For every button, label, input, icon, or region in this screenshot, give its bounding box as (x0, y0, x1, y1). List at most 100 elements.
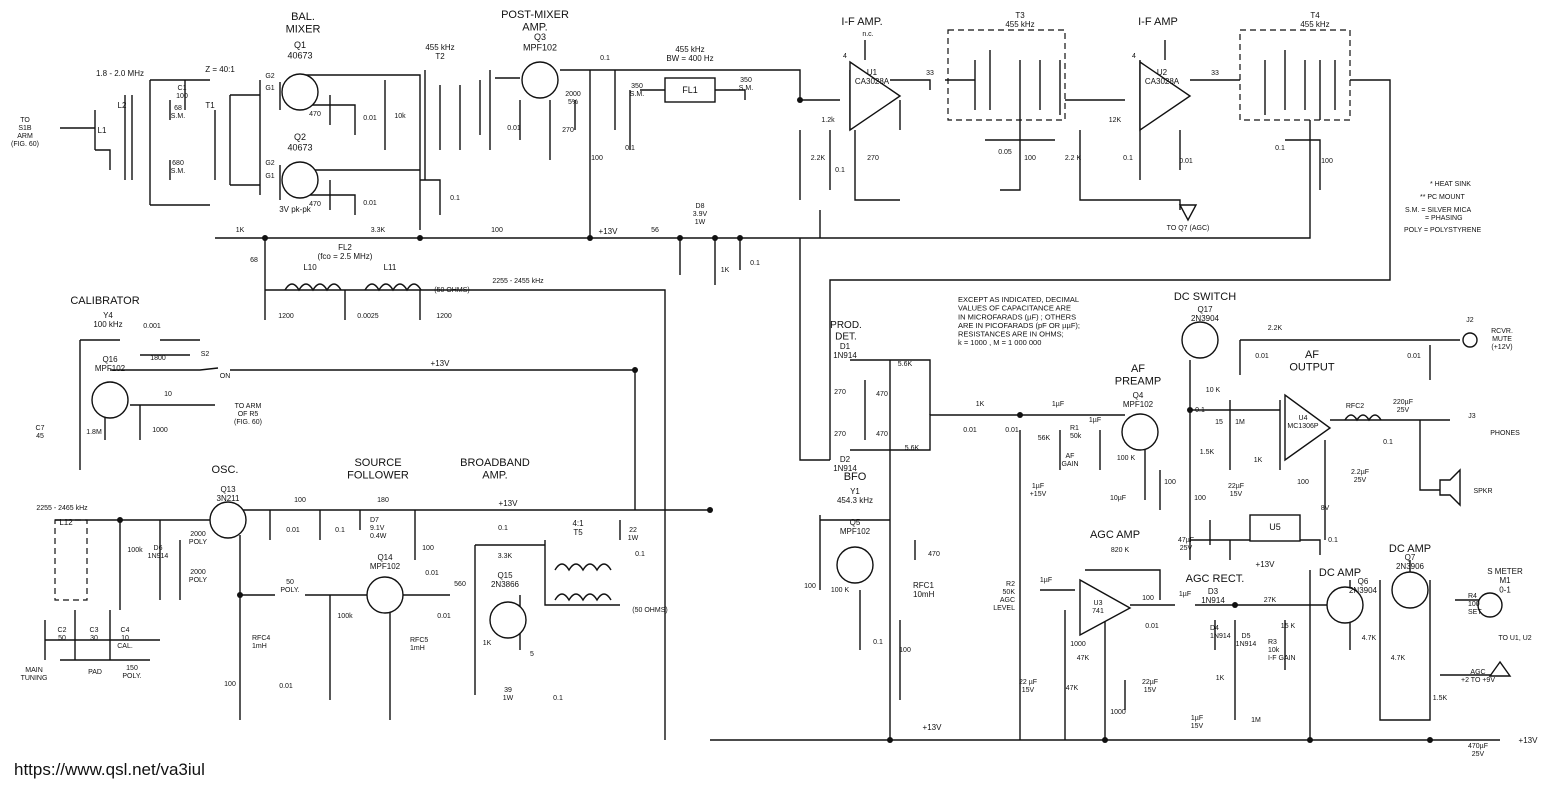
v8-label: 8V (1321, 505, 1330, 512)
r270q3-label: 270 (562, 127, 574, 134)
c001-q17a-label: 0.01 (1255, 353, 1269, 360)
legend-heat-label: * HEAT SINK (1430, 181, 1471, 188)
r56ka-label: 5.6K (898, 361, 913, 368)
r12kb-label: 12K (1109, 117, 1122, 124)
q2-symbol (281, 161, 319, 199)
r1000cal-label: 1000 (152, 427, 168, 434)
r22k-q17-label: 2.2K (1268, 325, 1283, 332)
c1uf-b-label: 1µF (1089, 417, 1101, 424)
r100k-q14-label: 100k (337, 613, 353, 620)
u4-symbol (1284, 393, 1332, 462)
r100bfo-label: 100 (899, 647, 911, 654)
q7-symbol (1391, 571, 1429, 609)
c10-label: 10 (164, 391, 172, 398)
osc-label: OSC. (212, 464, 239, 476)
c01-q15-label: 0.1 (498, 525, 508, 532)
r270u1-label: 270 (867, 155, 879, 162)
c1200b-label: 1200 (436, 313, 452, 320)
q5-symbol (836, 546, 874, 584)
c001a-label: 0.01 (363, 115, 377, 122)
c001u2-label: 0.01 (1179, 158, 1193, 165)
c1uf-a-label: 1µF (1052, 401, 1064, 408)
r33b-label: 33 (1211, 70, 1219, 77)
c001-det-a-label: 0.01 (963, 427, 977, 434)
r100-u3-label: 100 (1142, 595, 1154, 602)
r100k-osc-label: 100k (127, 547, 143, 554)
c005-label: 0.05 (998, 149, 1012, 156)
c001-q13-label: 0.01 (286, 527, 300, 534)
r1000-u3a-label: 1000 (1070, 641, 1086, 648)
c001q3-label: 0.01 (507, 125, 521, 132)
rfc2-label: RFC2 (1346, 403, 1364, 410)
fl2-label: FL2(fco = 2.5 MHz) (318, 243, 373, 261)
c470bfo-label: 470 (928, 551, 940, 558)
l10-coil (284, 283, 342, 292)
r15k-label: 1.5K (1200, 449, 1215, 456)
bfo-label: BFO (844, 471, 867, 483)
junction-dot (1232, 602, 1238, 608)
r180-label: 180 (377, 497, 389, 504)
c470a-label: 470 (876, 391, 888, 398)
junction-dot (712, 235, 718, 241)
u1-symbol (849, 60, 902, 132)
r15k-q7-label: 1.5K (1433, 695, 1448, 702)
t1-label: T1 (205, 101, 215, 110)
pin-u2-label: 4 (1132, 53, 1136, 60)
c01d8-label: 0.1 (750, 260, 760, 267)
c100bfo-label: 100 (804, 583, 816, 590)
r5-label: 5 (530, 651, 534, 658)
to-q7-label: TO Q7 (AGC) (1167, 225, 1210, 232)
junction-dot (1307, 737, 1313, 743)
rcvr-mute-label: RCVR.MUTE(+12V) (1491, 328, 1513, 351)
r470a-label: 470 (309, 111, 321, 118)
r47k-q7-label: 4.7K (1391, 655, 1406, 662)
junction-dot (677, 235, 683, 241)
c470b-label: 470 (876, 431, 888, 438)
agc-output-triangle-symbol (1488, 660, 1512, 677)
r47k-b-label: 47K (1066, 685, 1079, 692)
u3-symbol (1079, 578, 1132, 637)
freq-lo-label: 2255 - 2455 kHz (492, 278, 544, 285)
c01u1-label: 0.1 (835, 167, 845, 174)
q14-symbol (366, 576, 404, 614)
t5-coil-a (554, 563, 612, 572)
r1k-det-label: 1K (976, 401, 985, 408)
r33k-label: 3.3K (371, 227, 386, 234)
junction-dot (797, 97, 803, 103)
s2-label: S2 (201, 351, 210, 358)
r1kd8-label: 1K (721, 267, 730, 274)
l11-coil (364, 283, 422, 292)
r1k-label: 1K (236, 227, 245, 234)
r1m-u4-label: 1M (1235, 419, 1245, 426)
c1200a-label: 1200 (278, 313, 294, 320)
